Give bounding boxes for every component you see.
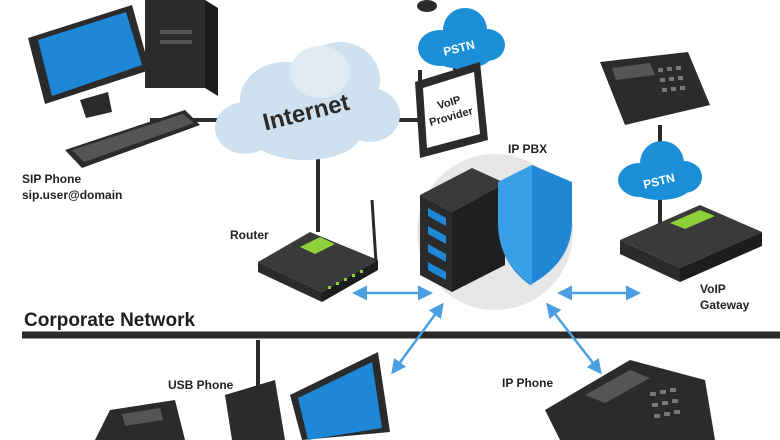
voip-provider-device: [415, 62, 488, 158]
desk-phone-right: [600, 52, 710, 125]
pstn-cloud-top: [417, 0, 505, 69]
ip-phone-label: IP Phone: [502, 376, 554, 390]
ip-pbx-label: IP PBX: [508, 142, 548, 156]
desk-phone-bottom-right: [545, 360, 715, 440]
desk-phone-bottom-left: [95, 400, 185, 440]
router-device: [258, 199, 378, 302]
monitor-screen-bottom: [298, 362, 382, 440]
arrows: [352, 285, 641, 375]
sip-address-label: sip.user@domain: [22, 188, 123, 202]
sip-phone-label: SIP Phone: [22, 172, 82, 186]
corporate-network-label: Corporate Network: [24, 310, 196, 331]
voip-gateway-label-line2: Gateway: [700, 298, 750, 312]
bottom-computer: [225, 352, 390, 440]
phone-handset-icon: [417, 0, 437, 12]
internet-cloud: [215, 42, 400, 160]
monitor-screen: [38, 12, 142, 96]
voip-gateway-device: [620, 205, 762, 282]
router-label: Router: [230, 228, 269, 242]
voip-gateway-label-line1: VoIP: [700, 282, 726, 296]
desktop-computer: [28, 0, 218, 168]
usb-phone-label: USB Phone: [168, 378, 234, 392]
ip-pbx: [417, 154, 573, 310]
pstn-cloud-right: [618, 141, 702, 200]
